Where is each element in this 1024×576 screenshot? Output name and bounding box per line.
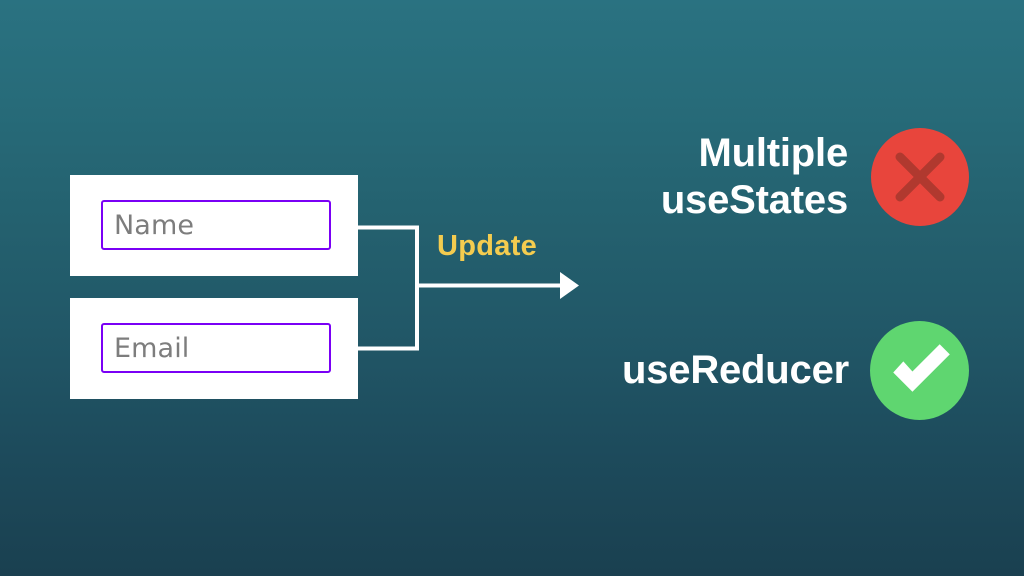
cross-icon	[871, 128, 969, 226]
check-icon	[870, 320, 969, 420]
email-input-placeholder: Email	[114, 332, 190, 364]
option-multiple-usestates-label: Multiple useStates	[660, 131, 848, 222]
email-input[interactable]: Email	[101, 323, 331, 373]
bracket-path	[358, 225, 419, 351]
option-multiple-usestates: Multiple useStates	[610, 114, 970, 240]
option-usereducer: useReducer	[590, 310, 970, 430]
update-label: Update	[437, 230, 538, 262]
name-input-placeholder: Name	[114, 209, 195, 241]
option-usereducer-label: useReducer	[622, 347, 849, 392]
name-input-card: Name	[70, 175, 358, 276]
arrow-head	[560, 272, 579, 299]
email-input-card: Email	[70, 298, 358, 399]
name-input[interactable]: Name	[101, 200, 331, 250]
